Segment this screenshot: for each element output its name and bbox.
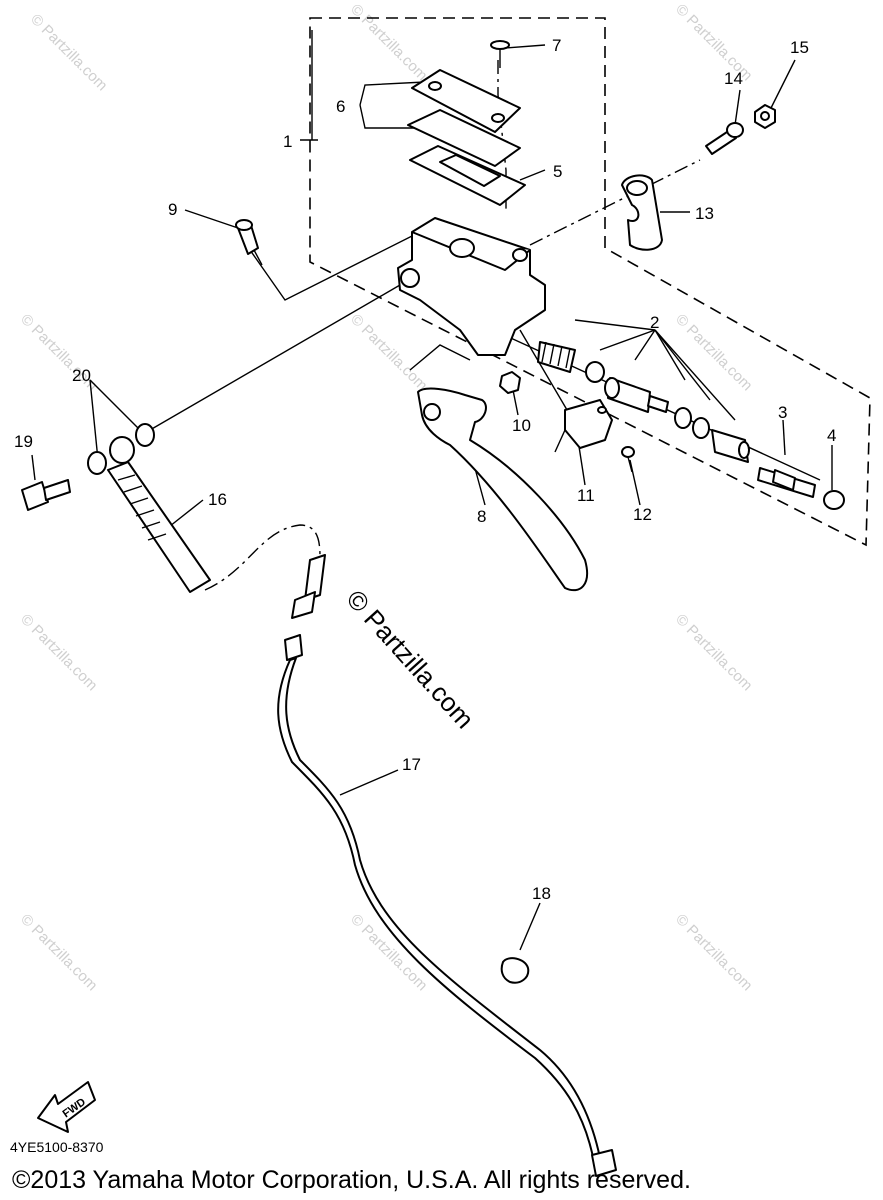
callout-labels: 1 2 3 4 5 6 7 8 9 10 11 12 13 14 15 16 1… bbox=[14, 36, 836, 903]
part-bolt-9 bbox=[235, 219, 263, 266]
callout-3: 3 bbox=[778, 403, 787, 422]
watermark: © Partzilla.com bbox=[672, 1, 755, 84]
leader-lines bbox=[31, 30, 833, 951]
part-holder-13 bbox=[621, 174, 663, 251]
diagram-code: 4YE5100-8370 bbox=[10, 1139, 104, 1155]
watermark: © Partzilla.com bbox=[672, 911, 755, 994]
watermark: © Partzilla.com bbox=[672, 611, 755, 694]
callout-9: 9 bbox=[168, 200, 177, 219]
part-gaskets-20 bbox=[87, 423, 155, 475]
callout-18: 18 bbox=[532, 884, 551, 903]
callout-15: 15 bbox=[790, 38, 809, 57]
part-bolt-19 bbox=[21, 479, 71, 511]
part-bolt-14 bbox=[705, 122, 744, 155]
part-cover-diaphragm-6 bbox=[407, 69, 521, 167]
callout-10: 10 bbox=[512, 416, 531, 435]
part-cap-4 bbox=[823, 490, 845, 510]
fwd-arrow-icon: FWD bbox=[37, 1081, 96, 1133]
part-hose-16 bbox=[107, 436, 211, 593]
callout-17: 17 bbox=[402, 755, 421, 774]
callout-12: 12 bbox=[633, 505, 652, 524]
watermark: © Partzilla.com bbox=[17, 911, 100, 994]
callout-8: 8 bbox=[477, 507, 486, 526]
copyright-notice: ©2013 Yamaha Motor Corporation, U.S.A. A… bbox=[12, 1166, 691, 1194]
watermark: © Partzilla.com bbox=[347, 1, 430, 84]
part-push-rod-3 bbox=[757, 467, 816, 498]
callout-5: 5 bbox=[553, 162, 562, 181]
watermark: © Partzilla.com bbox=[347, 311, 430, 394]
watermark: © Partzilla.com bbox=[27, 11, 110, 94]
part-hose-17 bbox=[277, 554, 617, 1177]
watermark-center: © Partzilla.com bbox=[341, 584, 481, 734]
part-clamp-18 bbox=[500, 957, 530, 984]
part-plate-5 bbox=[409, 145, 526, 206]
watermark: © Partzilla.com bbox=[672, 311, 755, 394]
callout-13: 13 bbox=[695, 204, 714, 223]
callout-6: 6 bbox=[336, 97, 345, 116]
part-nut-10 bbox=[499, 371, 521, 394]
master-cylinder-group-outline bbox=[309, 17, 871, 547]
watermark: © Partzilla.com bbox=[17, 611, 100, 694]
part-nut-15 bbox=[754, 104, 776, 129]
callout-14: 14 bbox=[724, 69, 743, 88]
callout-20: 20 bbox=[72, 366, 91, 385]
part-master-cylinder-1 bbox=[397, 217, 546, 356]
callout-4: 4 bbox=[827, 426, 836, 445]
callout-7: 7 bbox=[552, 36, 561, 55]
callout-1: 1 bbox=[283, 132, 292, 151]
part-switch-11 bbox=[554, 399, 613, 453]
part-screw-12 bbox=[621, 446, 635, 473]
callout-2: 2 bbox=[650, 313, 659, 332]
callout-19: 19 bbox=[14, 432, 33, 451]
callout-11: 11 bbox=[577, 486, 595, 505]
part-lever-8 bbox=[417, 387, 588, 592]
part-screw-7 bbox=[490, 40, 510, 68]
callout-16: 16 bbox=[208, 490, 227, 509]
part-piston-kit-2 bbox=[537, 341, 750, 463]
